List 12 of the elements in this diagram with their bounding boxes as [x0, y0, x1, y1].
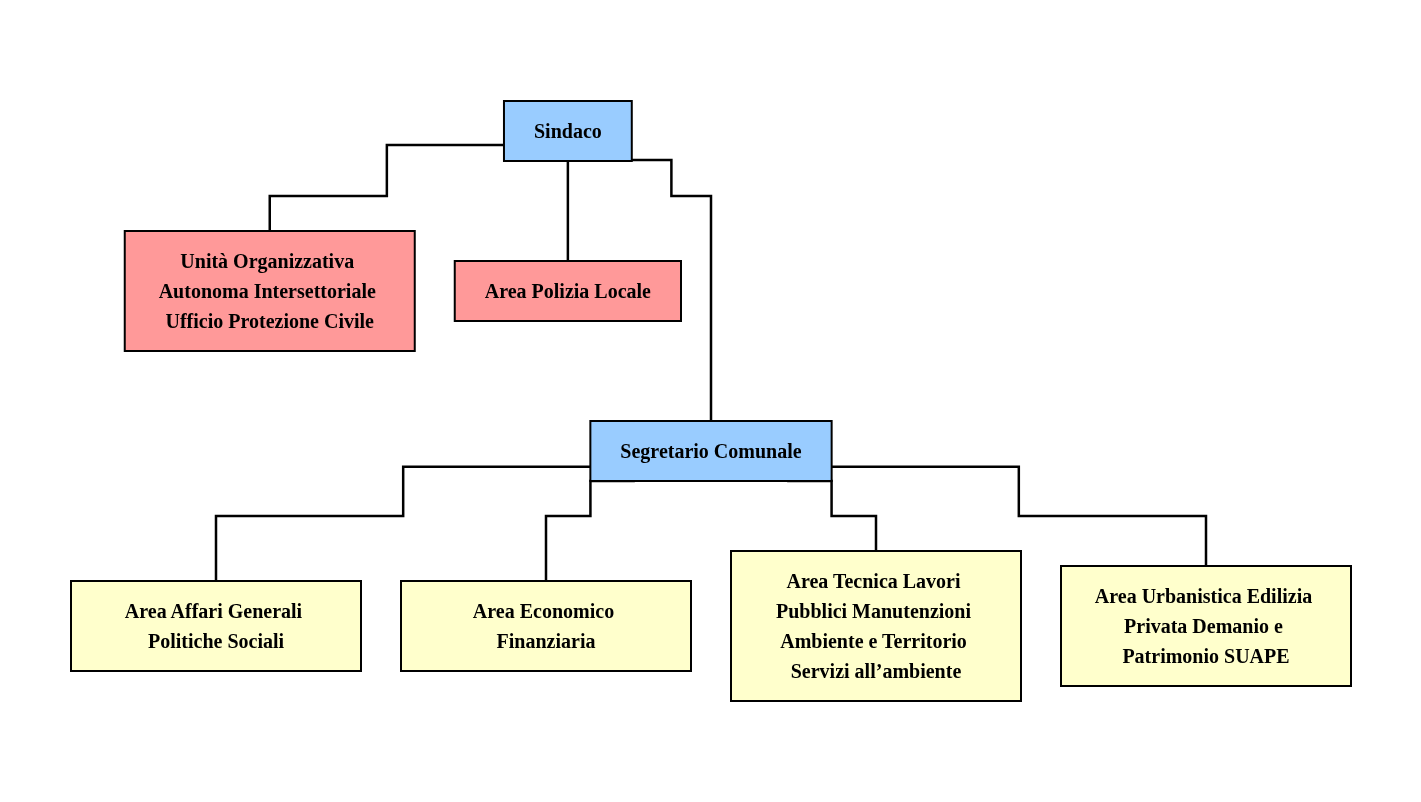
node-box: Segretario Comunale [588, 420, 833, 482]
node-box: Unità Organizzativa Autonoma Intersettoriale Ufficio Protezione Civile [123, 230, 416, 352]
connector [214, 465, 590, 583]
node-box: Area Economico Finanziaria [399, 580, 692, 672]
node-box: Area Tecnica Lavori Pubblici Manutenzioni Ambiente e Territorio Servizi all’ambiente [729, 550, 1022, 702]
node-box: Area Affari Generali Politiche Sociali [69, 580, 362, 672]
connector [631, 158, 712, 423]
node-box: Area Urbanistica Edilizia Privata Demanio e Patrimonio SUAPE [1059, 565, 1352, 687]
connector [831, 465, 1207, 568]
connector [268, 143, 504, 233]
node-box: Area Polizia Locale [453, 260, 682, 322]
node-box: Sindaco [502, 100, 633, 162]
